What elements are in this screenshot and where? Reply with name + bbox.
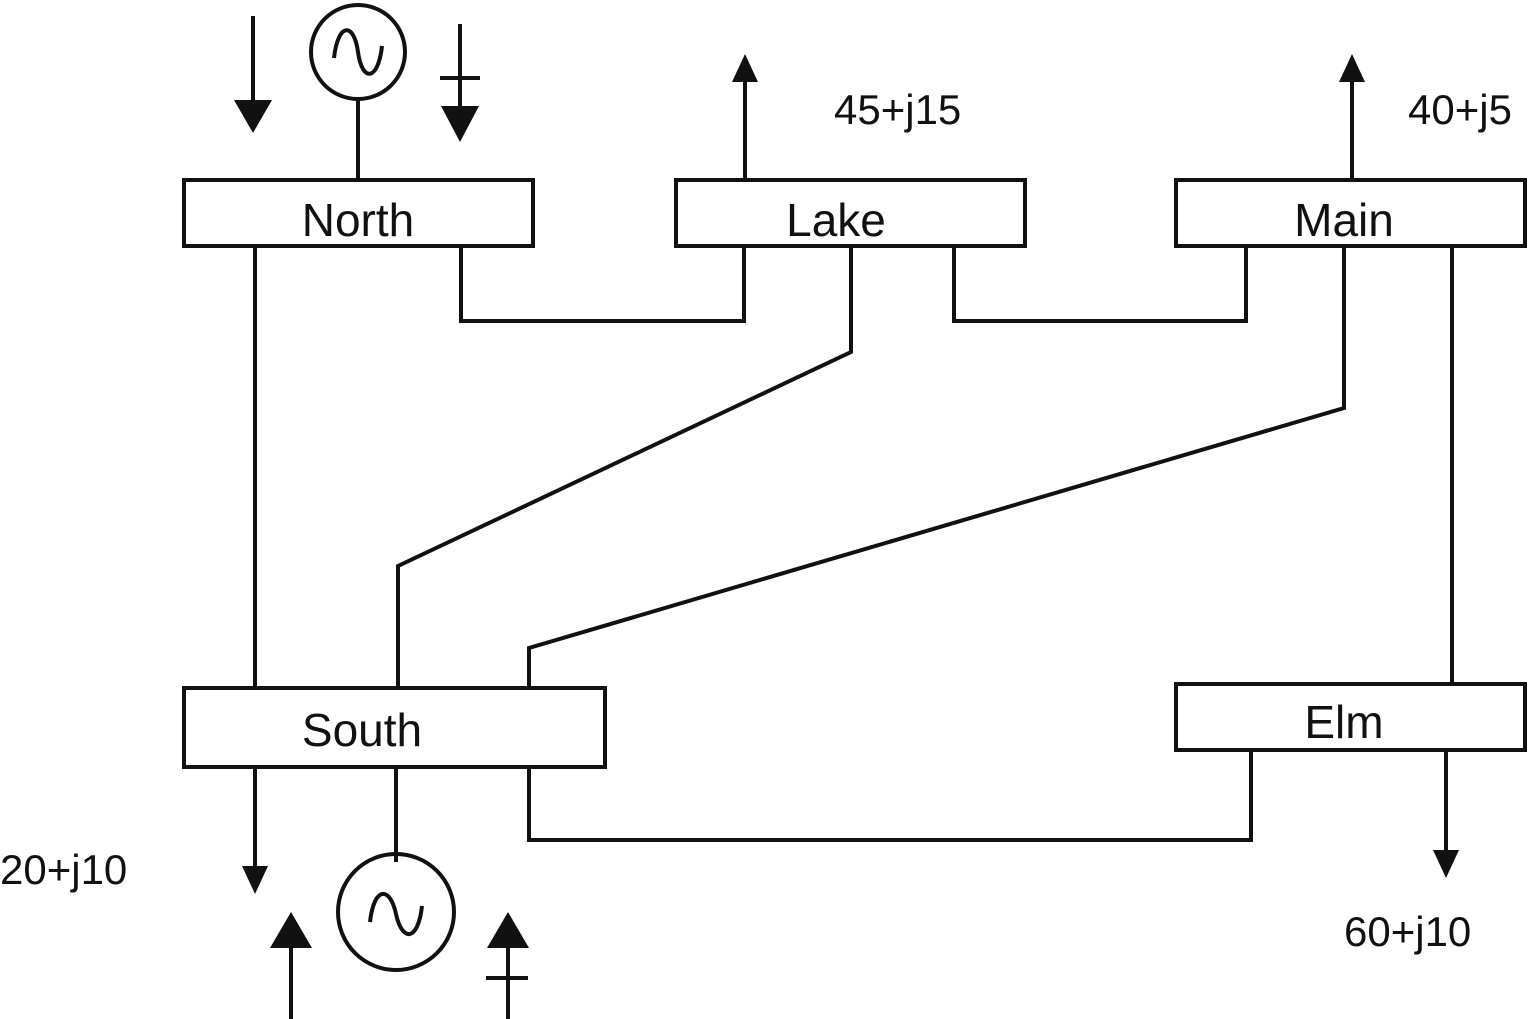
bus-south: South xyxy=(182,686,607,769)
bus-south-box xyxy=(182,686,607,769)
bus-lake-box xyxy=(674,178,1027,248)
bus-main-label: Main xyxy=(1294,194,1394,246)
main-load-label: 40+j5 xyxy=(1408,86,1512,133)
bus-north: North xyxy=(182,178,535,248)
south-output-arrow-icon xyxy=(270,912,312,948)
south-reactive-arrow-icon xyxy=(487,912,529,948)
sine-wave-icon xyxy=(332,28,384,76)
north-reactive-arrow-icon xyxy=(441,106,479,142)
bus-north-label: North xyxy=(302,194,414,246)
bus-elm: Elm xyxy=(1174,682,1527,752)
line-lake-south xyxy=(396,246,853,688)
south-generator xyxy=(270,767,529,1019)
elm-load-label: 60+j10 xyxy=(1344,908,1471,955)
north-generator xyxy=(234,3,480,180)
line-main-south xyxy=(527,246,1346,688)
south-load-label: 20+j10 xyxy=(0,846,127,893)
line-north-lake xyxy=(459,246,746,323)
sine-wave-icon xyxy=(368,891,424,937)
arrow-down-icon xyxy=(242,866,268,894)
line-lake-main xyxy=(952,246,1248,323)
generator-sine-icon xyxy=(309,3,407,101)
arrow-up-icon xyxy=(732,54,758,82)
lake-load: 45+j15 xyxy=(732,54,961,180)
bus-elm-label: Elm xyxy=(1304,696,1383,748)
bus-main: Main xyxy=(1174,178,1527,248)
generator-sine-icon xyxy=(336,852,456,972)
transmission-lines xyxy=(253,246,1454,842)
bus-lake: Lake xyxy=(674,178,1027,248)
bus-main-box xyxy=(1174,178,1527,248)
lake-load-label: 45+j15 xyxy=(834,86,961,133)
south-load: 20+j10 xyxy=(0,767,268,894)
arrow-up-icon xyxy=(1339,54,1365,82)
bus-south-label: South xyxy=(302,704,422,756)
north-input-arrow-icon xyxy=(234,100,272,133)
bus-elm-box xyxy=(1174,682,1527,752)
bus-north-box xyxy=(182,178,535,248)
bus-lake-label: Lake xyxy=(786,194,886,246)
main-load: 40+j5 xyxy=(1339,54,1512,180)
arrow-down-icon xyxy=(1433,850,1459,878)
line-south-elm xyxy=(527,750,1253,842)
elm-load: 60+j10 xyxy=(1344,750,1471,955)
